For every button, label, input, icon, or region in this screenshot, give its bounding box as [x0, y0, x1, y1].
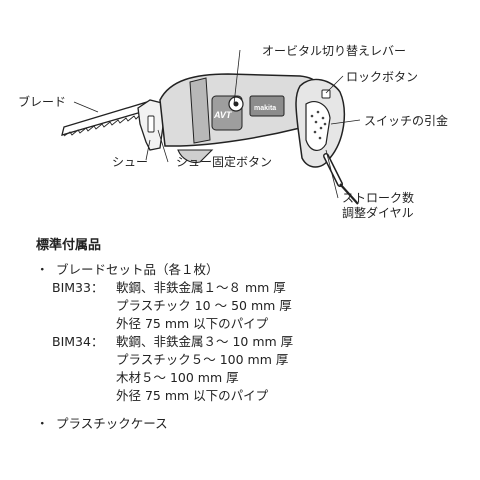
callout-shoe: シュー [112, 155, 149, 169]
callout-blade: ブレード [18, 95, 67, 109]
model-row: BIM34： 軟鋼、非鉄金属３～ 10 mm 厚 [36, 333, 466, 351]
callout-lock-button: ロックボタン [346, 70, 419, 84]
model-name: BIM33： [52, 280, 104, 295]
handle-shape [295, 78, 346, 168]
callout-shoe-lock-button: シュー固定ボタン [176, 155, 273, 169]
model-spec: 木材５～ 100 mm 厚 [116, 370, 239, 385]
callout-stroke-dial-line2: 調整ダイヤル [342, 206, 414, 220]
model-spec: プラスチック 10 ～ 50 mm 厚 [116, 298, 292, 313]
model-spec: 外径 75 mm 以下のパイプ [116, 388, 269, 403]
model-row: BIM33： 軟鋼、非鉄金属１～８ mm 厚 [36, 279, 466, 297]
spec-row: 外径 75 mm 以下のパイプ [36, 387, 466, 405]
callout-switch-trigger: スイッチの引金 [364, 114, 449, 128]
tool-illustration: AVT makita オービタル切り替えレバー ロックボタン ブレード スイッチ… [0, 0, 480, 232]
section-title: 標準付属品 [36, 238, 102, 253]
shoe-shape [137, 99, 167, 151]
model-spec: 軟鋼、非鉄金属３～ 10 mm 厚 [116, 334, 294, 349]
standard-accessories-section: 標準付属品 ・ ブレードセット品（各１枚） BIM33： 軟鋼、非鉄金属１～８ … [36, 238, 466, 433]
brand-text: makita [254, 105, 276, 112]
model-spec: 軟鋼、非鉄金属１～８ mm 厚 [116, 280, 286, 295]
list-item-case: ・ プラスチックケース [36, 415, 466, 433]
model-spec: プラスチック５～ 100 mm 厚 [116, 352, 289, 367]
model-name: BIM34： [52, 334, 104, 349]
reciprocating-saw-drawing: AVT makita [61, 49, 361, 205]
saw-body-shape [159, 73, 321, 164]
bullet: ・ [36, 416, 49, 431]
model-spec: 外径 75 mm 以下のパイプ [116, 316, 269, 331]
callout-orbital-lever: オービタル切り替えレバー [262, 44, 407, 58]
blade-set-label: ブレードセット品（各１枚） [56, 262, 219, 277]
spec-row: 木材５～ 100 mm 厚 [36, 369, 466, 387]
plastic-case-label: プラスチックケース [56, 416, 168, 431]
callout-stroke-dial-line1: ストローク数 [342, 191, 415, 205]
avt-badge-text: AVT [213, 110, 233, 120]
blade-shape [61, 101, 148, 137]
spec-row: 外径 75 mm 以下のパイプ [36, 315, 466, 333]
bullet: ・ [36, 262, 49, 277]
leader-lines [73, 49, 361, 199]
spec-row: プラスチック 10 ～ 50 mm 厚 [36, 297, 466, 315]
spacer [36, 405, 466, 415]
spec-row: プラスチック５～ 100 mm 厚 [36, 351, 466, 369]
list-item-blade-set: ・ ブレードセット品（各１枚） [36, 261, 466, 279]
